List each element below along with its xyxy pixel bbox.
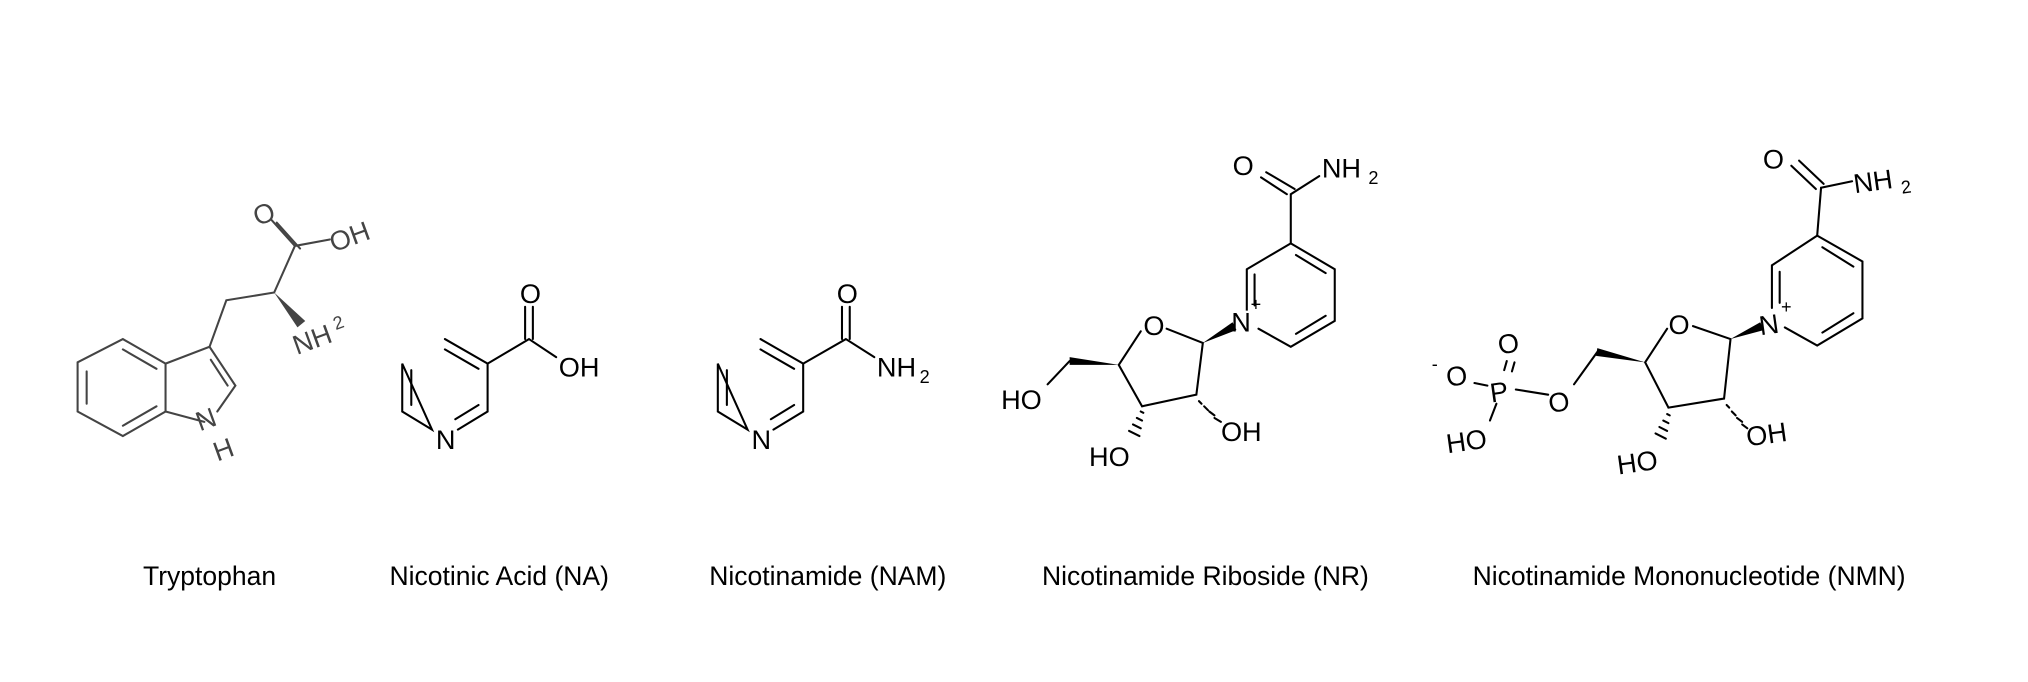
atom-label: O xyxy=(1763,143,1784,174)
atom-label: NH xyxy=(1322,152,1361,183)
atom-label: H xyxy=(209,431,238,467)
atom-label: HO xyxy=(1615,444,1660,480)
atom-label: O xyxy=(1444,359,1469,393)
nicotinic-acid-structure: O OH N xyxy=(401,278,600,455)
caption-nicotinamide-riboside: Nicotinamide Riboside (NR) xyxy=(1042,561,1369,591)
nicotinamide-riboside-structure: O NH 2 N + O HO OH HO xyxy=(1001,150,1378,472)
atom-label: NH xyxy=(877,352,916,383)
atom-label: O xyxy=(1496,327,1521,361)
atom-label: OH xyxy=(325,215,374,258)
atom-label: 2 xyxy=(920,367,930,387)
atom-label: HO xyxy=(1444,423,1489,459)
atom-label: 2 xyxy=(1900,177,1913,198)
atom-label: O xyxy=(1668,309,1689,340)
atom-label: O xyxy=(1143,310,1164,341)
atom-label: HO xyxy=(1089,441,1130,472)
atom-label: OH xyxy=(1744,416,1789,452)
atom-label: N xyxy=(751,424,771,455)
nicotinamide-mononucleotide-structure: O NH 2 N + O O P O O - HO OH HO xyxy=(1432,143,1913,480)
atom-label: N xyxy=(1757,308,1781,341)
atom-label: P xyxy=(1488,375,1510,408)
atom-label: NH xyxy=(1851,163,1894,199)
caption-nicotinamide: Nicotinamide (NAM) xyxy=(709,561,946,591)
caption-tryptophan: Tryptophan xyxy=(143,561,276,591)
atom-label: O xyxy=(520,278,541,309)
atom-label: N xyxy=(1231,306,1251,337)
atom-label: - xyxy=(1432,354,1438,374)
caption-nicotinic-acid: Nicotinic Acid (NA) xyxy=(390,561,609,591)
atom-label: OH xyxy=(1221,416,1262,447)
atom-label: N xyxy=(436,424,456,455)
atom-label: O xyxy=(1546,385,1571,419)
atom-label: + xyxy=(1251,295,1262,315)
atom-label: + xyxy=(1781,297,1792,317)
atom-label: HO xyxy=(1001,384,1042,415)
atom-label: O xyxy=(1233,150,1254,181)
atom-label: N xyxy=(191,401,220,437)
atom-label: 2 xyxy=(1368,168,1378,188)
atom-label: 2 xyxy=(330,312,346,334)
atom-label: O xyxy=(249,195,279,231)
atom-label: OH xyxy=(559,352,600,383)
atom-label: O xyxy=(837,278,858,309)
tryptophan-structure: O OH NH 2 N H xyxy=(76,195,374,467)
nicotinamide-structure: O NH 2 N xyxy=(716,278,930,455)
caption-nicotinamide-mononucleotide: Nicotinamide Mononucleotide (NMN) xyxy=(1473,561,1906,591)
